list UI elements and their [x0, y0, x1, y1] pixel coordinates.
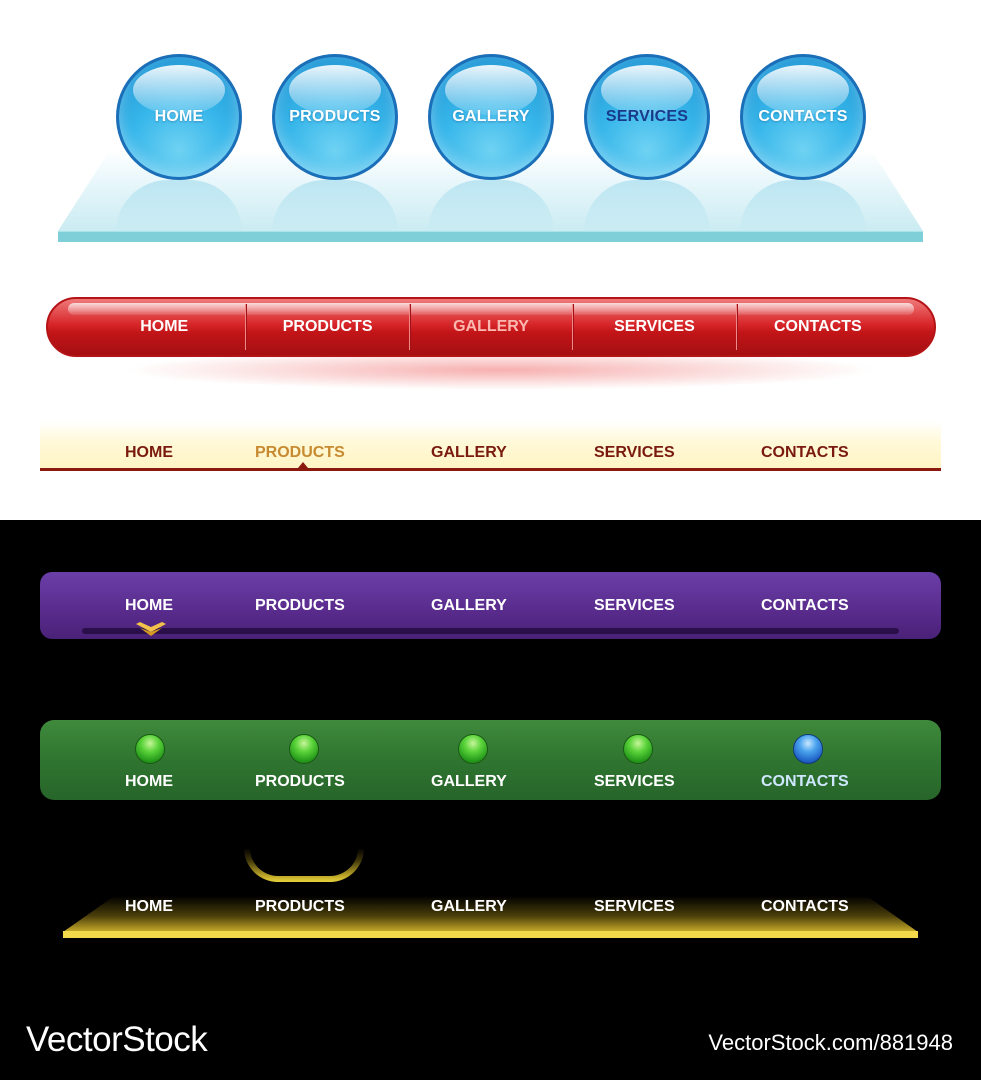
green-menu-gallery[interactable]: GALLERY [431, 773, 507, 790]
cream-strip-menu [40, 421, 941, 471]
red-menu-home[interactable]: HOME [83, 304, 247, 350]
glass-menu-home-button[interactable]: HOME [116, 54, 242, 180]
purple-menu-gallery[interactable]: GALLERY [431, 597, 507, 614]
brand-logo: VectorStock [26, 1020, 208, 1059]
cream-menu-home[interactable]: HOME [125, 444, 173, 461]
glass-menu-contacts-button[interactable]: CONTACTS [740, 54, 866, 180]
cream-menu-products[interactable]: PRODUCTS [255, 444, 345, 461]
green-menu-contacts[interactable]: CONTACTS [761, 773, 849, 790]
glass-menu-label: PRODUCTS [289, 108, 381, 125]
green-orb-icon [623, 734, 653, 764]
cream-menu-gallery[interactable]: GALLERY [431, 444, 507, 461]
blue-orb-icon [793, 734, 823, 764]
purple-menu-products[interactable]: PRODUCTS [255, 597, 345, 614]
red-pill-menu: HOME PRODUCTS GALLERY SERVICES CONTACTS [46, 297, 936, 357]
glass-menu-label-active: SERVICES [605, 108, 689, 125]
purple-menu-contacts[interactable]: CONTACTS [761, 597, 849, 614]
glass-menu-label: GALLERY [452, 108, 530, 125]
brand-url: VectorStock.com/881948 [708, 1030, 953, 1055]
green-orb-icon [458, 734, 488, 764]
green-orb-icon [289, 734, 319, 764]
yellow-menu-gallery[interactable]: GALLERY [431, 898, 507, 915]
glass-platform-edge [58, 232, 923, 242]
green-orb-icon [135, 734, 165, 764]
glass-menu-label: HOME [154, 108, 204, 125]
green-menu [40, 720, 941, 800]
purple-menu-groove [82, 628, 899, 634]
cream-menu-contacts[interactable]: CONTACTS [761, 444, 849, 461]
yellow-menu-glow [63, 896, 918, 932]
glass-menu-services-button[interactable]: SERVICES [584, 54, 710, 180]
purple-menu-home[interactable]: HOME [125, 597, 173, 614]
green-menu-services[interactable]: SERVICES [594, 773, 675, 790]
red-menu-products[interactable]: PRODUCTS [246, 304, 410, 350]
red-menu-gallery[interactable]: GALLERY [410, 304, 574, 350]
chevron-down-icon [136, 622, 166, 636]
red-menu-services[interactable]: SERVICES [573, 304, 737, 350]
purple-menu [40, 572, 941, 639]
glass-menu-label: CONTACTS [758, 108, 848, 125]
green-menu-home[interactable]: HOME [125, 773, 173, 790]
yellow-menu-baseline [63, 931, 918, 938]
yellow-menu-products[interactable]: PRODUCTS [255, 898, 345, 915]
active-halo-inner [250, 848, 358, 876]
active-indicator-arrow-icon [298, 462, 308, 468]
yellow-menu-services[interactable]: SERVICES [594, 898, 675, 915]
yellow-menu-home[interactable]: HOME [125, 898, 173, 915]
glass-menu-products-button[interactable]: PRODUCTS [272, 54, 398, 180]
cream-menu-services[interactable]: SERVICES [594, 444, 675, 461]
red-menu-contacts[interactable]: CONTACTS [773, 318, 862, 335]
yellow-menu-contacts[interactable]: CONTACTS [761, 898, 849, 915]
green-menu-products[interactable]: PRODUCTS [255, 773, 345, 790]
glass-menu-gallery-button[interactable]: GALLERY [428, 54, 554, 180]
purple-menu-services[interactable]: SERVICES [594, 597, 675, 614]
